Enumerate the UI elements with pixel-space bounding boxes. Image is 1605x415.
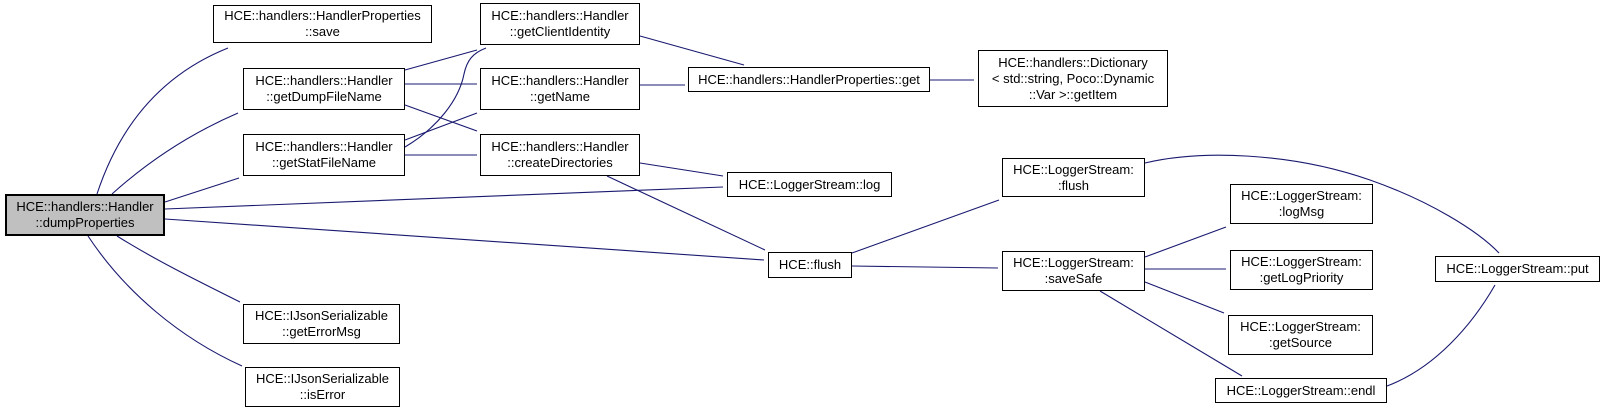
edge-getStatFileName-to-getName [404,112,478,141]
node-getErrorMsg[interactable]: HCE::IJsonSerializable ::getErrorMsg [243,304,400,344]
node-getClientIdentity[interactable]: HCE::handlers::Handler ::getClientIdenti… [480,3,640,45]
edge-createDirectories-to-log [639,162,724,177]
node-getStatFileName[interactable]: HCE::handlers::Handler ::getStatFileName [243,134,405,176]
node-getSource[interactable]: HCE::LoggerStream: :getSource [1228,315,1373,355]
edge-lsFlush-to-put [1144,154,1500,254]
node-isError[interactable]: HCE::IJsonSerializable ::isError [245,367,400,407]
edge-dumpProperties-to-save [96,47,229,195]
edge-flush-to-lsFlush [851,199,1000,254]
edge-getDumpFileName-to-getClientIdentity [404,49,478,71]
edge-getStatFileName-to-getClientIdentity [404,47,487,148]
node-get[interactable]: HCE::handlers::HandlerProperties::get [688,67,930,92]
node-endl[interactable]: HCE::LoggerStream::endl [1215,378,1387,403]
edge-saveSafe-to-logMsg [1144,226,1227,258]
edge-endl-to-put [1386,284,1496,387]
node-getLogPriority[interactable]: HCE::LoggerStream: :getLogPriority [1230,250,1373,290]
edge-getClientIdentity-to-get [639,35,745,66]
edge-dumpProperties-to-getErrorMsg [116,235,241,303]
node-saveSafe[interactable]: HCE::LoggerStream: :saveSafe [1002,251,1145,291]
edge-dumpProperties-to-getDumpFileName [111,112,239,195]
node-getDumpFileName[interactable]: HCE::handlers::Handler ::getDumpFileName [243,68,405,110]
node-createDirectories[interactable]: HCE::handlers::Handler ::createDirectori… [480,134,640,176]
edge-dumpProperties-to-getStatFileName [164,177,240,203]
edge-dumpProperties-to-log [164,186,724,210]
node-log[interactable]: HCE::LoggerStream::log [727,172,892,197]
node-put[interactable]: HCE::LoggerStream::put [1435,256,1600,282]
node-getName[interactable]: HCE::handlers::Handler ::getName [480,68,640,110]
node-getItem[interactable]: HCE::handlers::Dictionary < std::string,… [978,50,1168,107]
edge-createDirectories-to-flush [606,175,766,251]
node-lsFlush[interactable]: HCE::LoggerStream: :flush [1002,158,1145,197]
node-flush[interactable]: HCE::flush [768,252,852,278]
edge-dumpProperties-to-isError [87,235,243,367]
node-logMsg[interactable]: HCE::LoggerStream: :logMsg [1230,184,1373,224]
node-dumpProperties: HCE::handlers::Handler ::dumpProperties [5,194,165,236]
edge-saveSafe-to-getSource [1144,281,1225,314]
node-save[interactable]: HCE::handlers::HandlerProperties ::save [213,5,432,43]
edge-saveSafe-to-endl [1099,290,1243,377]
edge-dumpProperties-to-flush [164,218,765,261]
edge-flush-to-saveSafe [851,265,999,269]
